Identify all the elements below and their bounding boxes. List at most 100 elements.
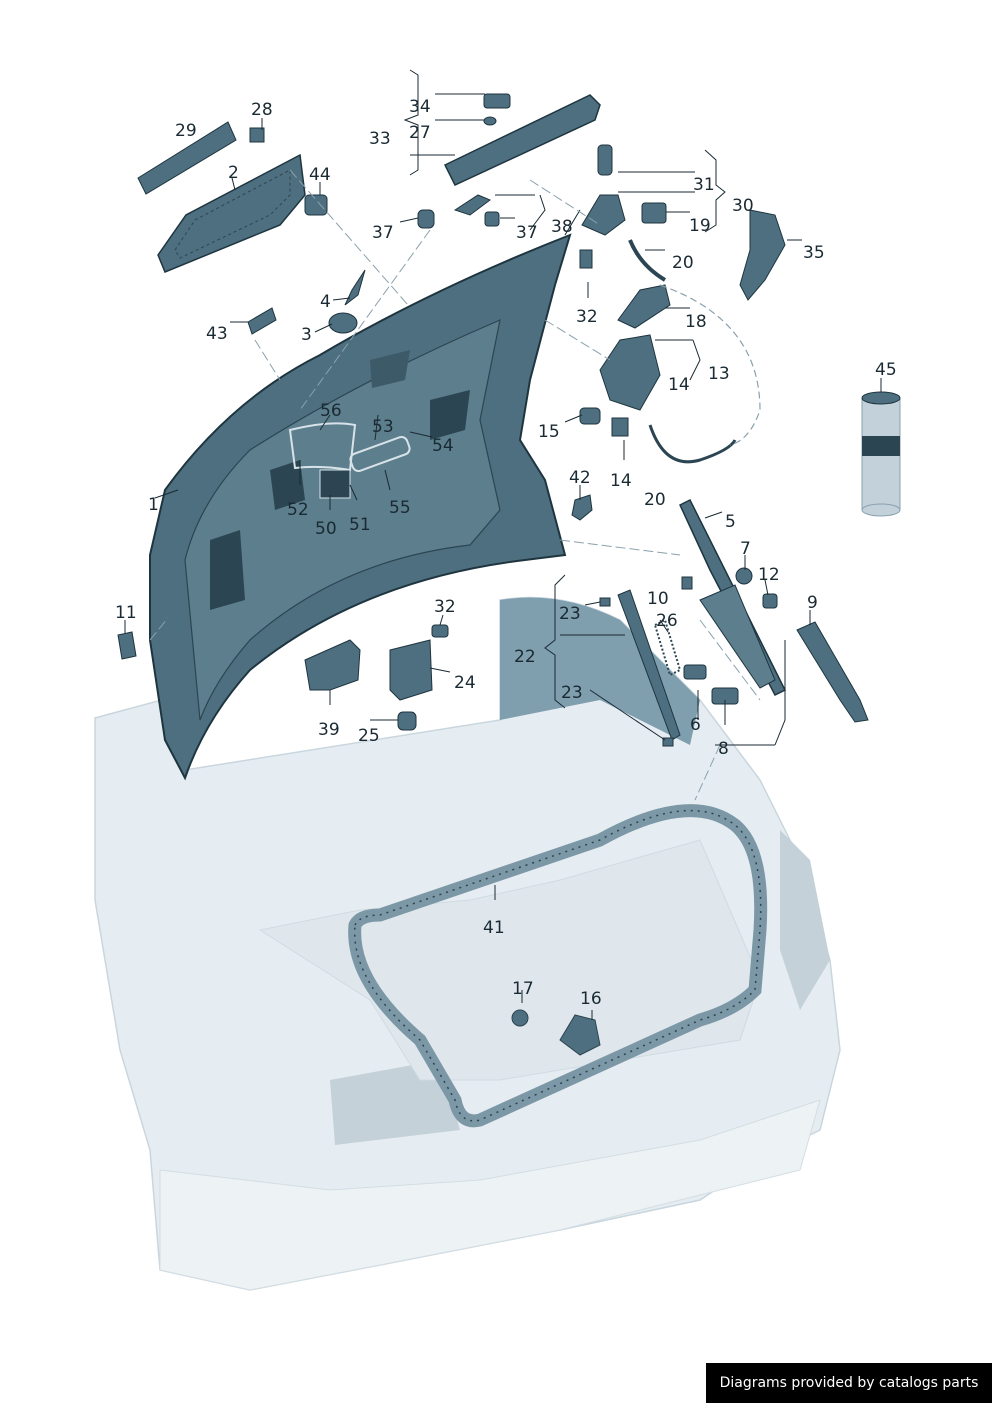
callout-15[interactable]: 15 xyxy=(538,422,560,442)
cable-52-56 xyxy=(288,422,357,472)
lid-cutout-1 xyxy=(210,530,245,610)
lid-cutout-2 xyxy=(270,460,305,510)
callout-32a[interactable]: 32 xyxy=(576,307,598,327)
clip-44 xyxy=(304,194,328,216)
nut-15 xyxy=(579,407,601,425)
callout-51[interactable]: 51 xyxy=(349,515,371,535)
callout-5[interactable]: 5 xyxy=(725,512,736,532)
callout-18[interactable]: 18 xyxy=(685,312,707,332)
grommet-25 xyxy=(397,711,417,731)
callout-4[interactable]: 4 xyxy=(320,292,331,312)
callout-44[interactable]: 44 xyxy=(309,165,331,185)
hinge-cluster xyxy=(571,494,869,747)
lock-cylinder-30 xyxy=(581,194,626,236)
latch-cover-18 xyxy=(617,284,671,329)
ball-socket-23b xyxy=(662,737,674,747)
cable-20b xyxy=(648,424,737,464)
can-label xyxy=(862,436,900,456)
callout-30[interactable]: 30 xyxy=(732,196,754,216)
callout-52[interactable]: 52 xyxy=(287,500,309,520)
callout-27[interactable]: 27 xyxy=(409,123,431,143)
callout-50[interactable]: 50 xyxy=(315,519,337,539)
bolt-6a xyxy=(683,664,707,680)
bracket-39 xyxy=(304,639,361,691)
callout-13[interactable]: 13 xyxy=(708,364,730,384)
bolt-32a xyxy=(579,249,593,269)
callout-28[interactable]: 28 xyxy=(251,100,273,120)
footer-credit-text: Diagrams provided by catalogs parts xyxy=(719,1375,979,1391)
lower-center-parts xyxy=(304,624,449,731)
grommet-37a xyxy=(417,209,435,229)
callout-9[interactable]: 9 xyxy=(807,593,818,613)
trunk-seal-texture xyxy=(353,809,762,1122)
callout-34[interactable]: 34 xyxy=(409,97,431,117)
clip-14 xyxy=(611,417,629,437)
callout-24[interactable]: 24 xyxy=(454,673,476,693)
footer-credit: Diagrams provided by catalogs parts xyxy=(706,1363,992,1403)
callout-20b[interactable]: 20 xyxy=(644,490,666,510)
callout-23b[interactable]: 23 xyxy=(561,683,583,703)
callout-45[interactable]: 45 xyxy=(875,360,897,380)
callout-6[interactable]: 6 xyxy=(690,715,701,735)
callout-22[interactable]: 22 xyxy=(514,647,536,667)
callout-54[interactable]: 54 xyxy=(432,436,454,456)
buffer-42 xyxy=(571,494,593,521)
callout-23a[interactable]: 23 xyxy=(559,604,581,624)
callout-37b[interactable]: 37 xyxy=(516,223,538,243)
cap-19 xyxy=(641,202,667,224)
callout-37a[interactable]: 37 xyxy=(372,223,394,243)
dash-line-cable xyxy=(659,284,761,446)
bolt-28 xyxy=(249,127,265,143)
callout-26[interactable]: 26 xyxy=(656,611,678,631)
callout-2[interactable]: 2 xyxy=(228,163,239,183)
trim-panel-2-grid xyxy=(174,169,291,259)
callout-53[interactable]: 53 xyxy=(372,417,394,437)
buffer-12 xyxy=(762,593,778,609)
seal-strip-29 xyxy=(137,121,237,195)
callout-labels: 1 2 3 4 5 6 7 8 9 10 11 12 13 14 14 15 1… xyxy=(115,97,897,1009)
callout-35[interactable]: 35 xyxy=(803,243,825,263)
can-bottom xyxy=(861,503,901,517)
leader-lines xyxy=(124,69,882,1020)
gas-strut-22 xyxy=(617,589,681,741)
callout-29[interactable]: 29 xyxy=(175,121,197,141)
cover-35 xyxy=(739,209,786,301)
callout-42[interactable]: 42 xyxy=(569,468,591,488)
nut-7 xyxy=(735,567,753,585)
latch-13 xyxy=(599,334,661,411)
rear-window xyxy=(500,597,700,745)
callout-32b[interactable]: 32 xyxy=(434,597,456,617)
trim-9 xyxy=(796,621,869,723)
callout-17[interactable]: 17 xyxy=(512,979,534,999)
callout-7[interactable]: 7 xyxy=(740,539,751,559)
callout-14a[interactable]: 14 xyxy=(668,375,690,395)
callout-56[interactable]: 56 xyxy=(320,401,342,421)
callout-19[interactable]: 19 xyxy=(689,216,711,236)
callout-38[interactable]: 38 xyxy=(551,217,573,237)
callout-11[interactable]: 11 xyxy=(115,603,137,623)
trunk-lid xyxy=(149,233,572,781)
callout-1[interactable]: 1 xyxy=(148,495,159,515)
can-top xyxy=(861,391,901,405)
callout-25[interactable]: 25 xyxy=(358,726,380,746)
callout-33[interactable]: 33 xyxy=(369,129,391,149)
callout-31[interactable]: 31 xyxy=(693,175,715,195)
callout-43[interactable]: 43 xyxy=(206,324,228,344)
callout-3[interactable]: 3 xyxy=(301,325,312,345)
callout-55[interactable]: 55 xyxy=(389,498,411,518)
callout-16[interactable]: 16 xyxy=(580,989,602,1009)
callout-39[interactable]: 39 xyxy=(318,720,340,740)
buffer-3 xyxy=(328,312,358,334)
callout-14b[interactable]: 14 xyxy=(610,471,632,491)
spray-can-45 xyxy=(861,391,901,517)
callout-12[interactable]: 12 xyxy=(758,565,780,585)
small-parts xyxy=(117,121,366,660)
callout-20a[interactable]: 20 xyxy=(672,253,694,273)
callout-10[interactable]: 10 xyxy=(647,589,669,609)
callout-41[interactable]: 41 xyxy=(483,918,505,938)
plug-27 xyxy=(483,116,497,126)
callout-8[interactable]: 8 xyxy=(718,739,729,759)
dash-lines xyxy=(149,169,761,801)
tail-light-right xyxy=(780,830,830,1010)
